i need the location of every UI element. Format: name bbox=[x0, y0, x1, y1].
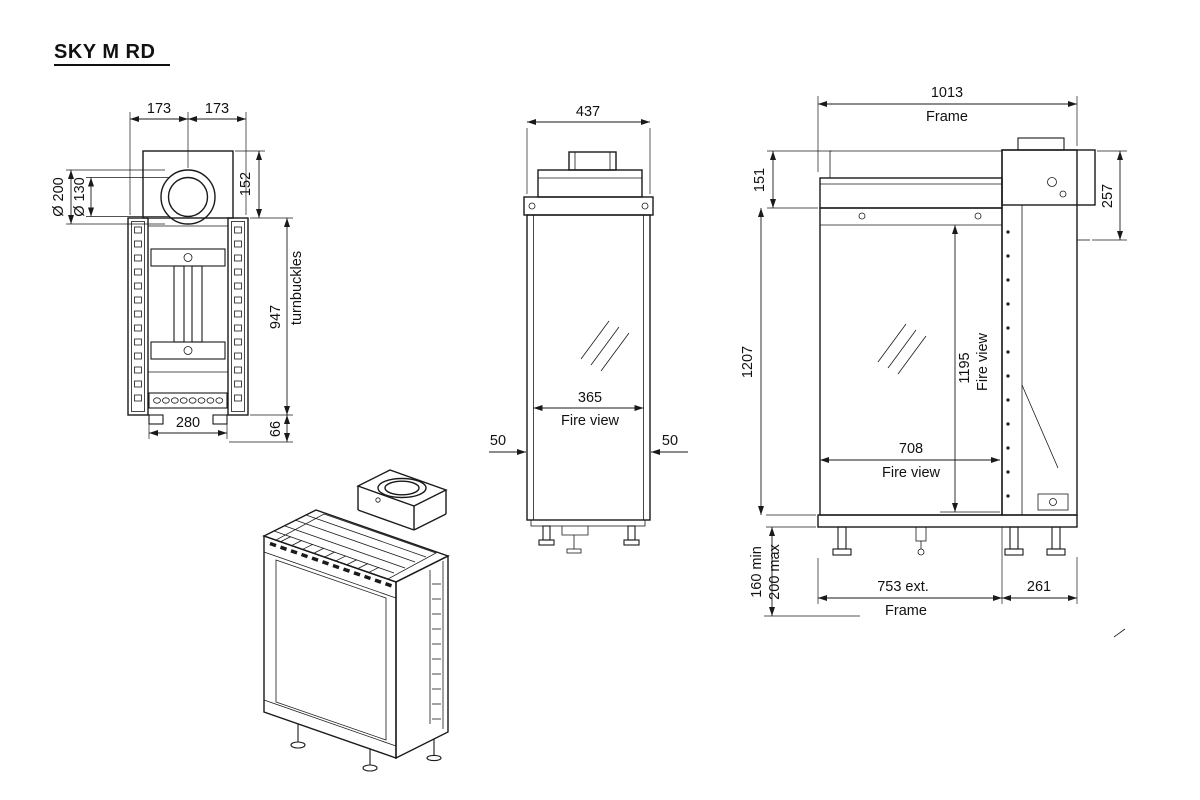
dim-1013: 1013 bbox=[931, 85, 963, 101]
dim-66: 66 bbox=[268, 421, 284, 437]
label-fire-view-side: Fire view bbox=[561, 413, 620, 429]
dim-dia-130: Ø 130 bbox=[72, 177, 88, 217]
dim-1207: 1207 bbox=[740, 346, 756, 378]
dim-173-right: 173 bbox=[205, 101, 229, 117]
dim-365: 365 bbox=[578, 390, 602, 406]
page-title: SKY M RD bbox=[54, 41, 155, 63]
dim-152: 152 bbox=[238, 172, 254, 196]
label-fire-view-vertical: Fire view bbox=[975, 332, 991, 391]
dim-437: 437 bbox=[576, 104, 600, 120]
dim-dia-200: Ø 200 bbox=[51, 177, 67, 217]
front-right-view: 1013 Frame 151 257 1207 1195 Fire view 7… bbox=[740, 85, 1127, 638]
dim-151: 151 bbox=[752, 168, 768, 192]
dim-50-right: 50 bbox=[662, 433, 678, 449]
dim-708: 708 bbox=[899, 441, 923, 457]
dim-200-max: 200 max bbox=[767, 543, 783, 599]
dim-173-left: 173 bbox=[147, 101, 171, 117]
dim-1195: 1195 bbox=[957, 352, 973, 383]
dim-257: 257 bbox=[1100, 184, 1116, 208]
dim-160-min: 160 min bbox=[749, 546, 765, 598]
label-frame-top: Frame bbox=[926, 109, 968, 125]
dim-753-ext: 753 ext. bbox=[877, 579, 929, 595]
dim-280: 280 bbox=[176, 415, 200, 431]
label-frame-bottom: Frame bbox=[885, 603, 927, 619]
label-turnbuckles: turnbuckles bbox=[289, 251, 305, 325]
label-fire-view-horizontal: Fire view bbox=[882, 465, 941, 481]
side-view: 437 365 Fire view 50 50 bbox=[489, 104, 688, 554]
front-view: 173 173 152 Ø 200 Ø 130 947 turnbuckles … bbox=[51, 101, 305, 443]
dim-261: 261 bbox=[1027, 579, 1051, 595]
dim-947: 947 bbox=[268, 305, 284, 329]
dim-50-left: 50 bbox=[490, 433, 506, 449]
isometric-view bbox=[262, 469, 450, 772]
